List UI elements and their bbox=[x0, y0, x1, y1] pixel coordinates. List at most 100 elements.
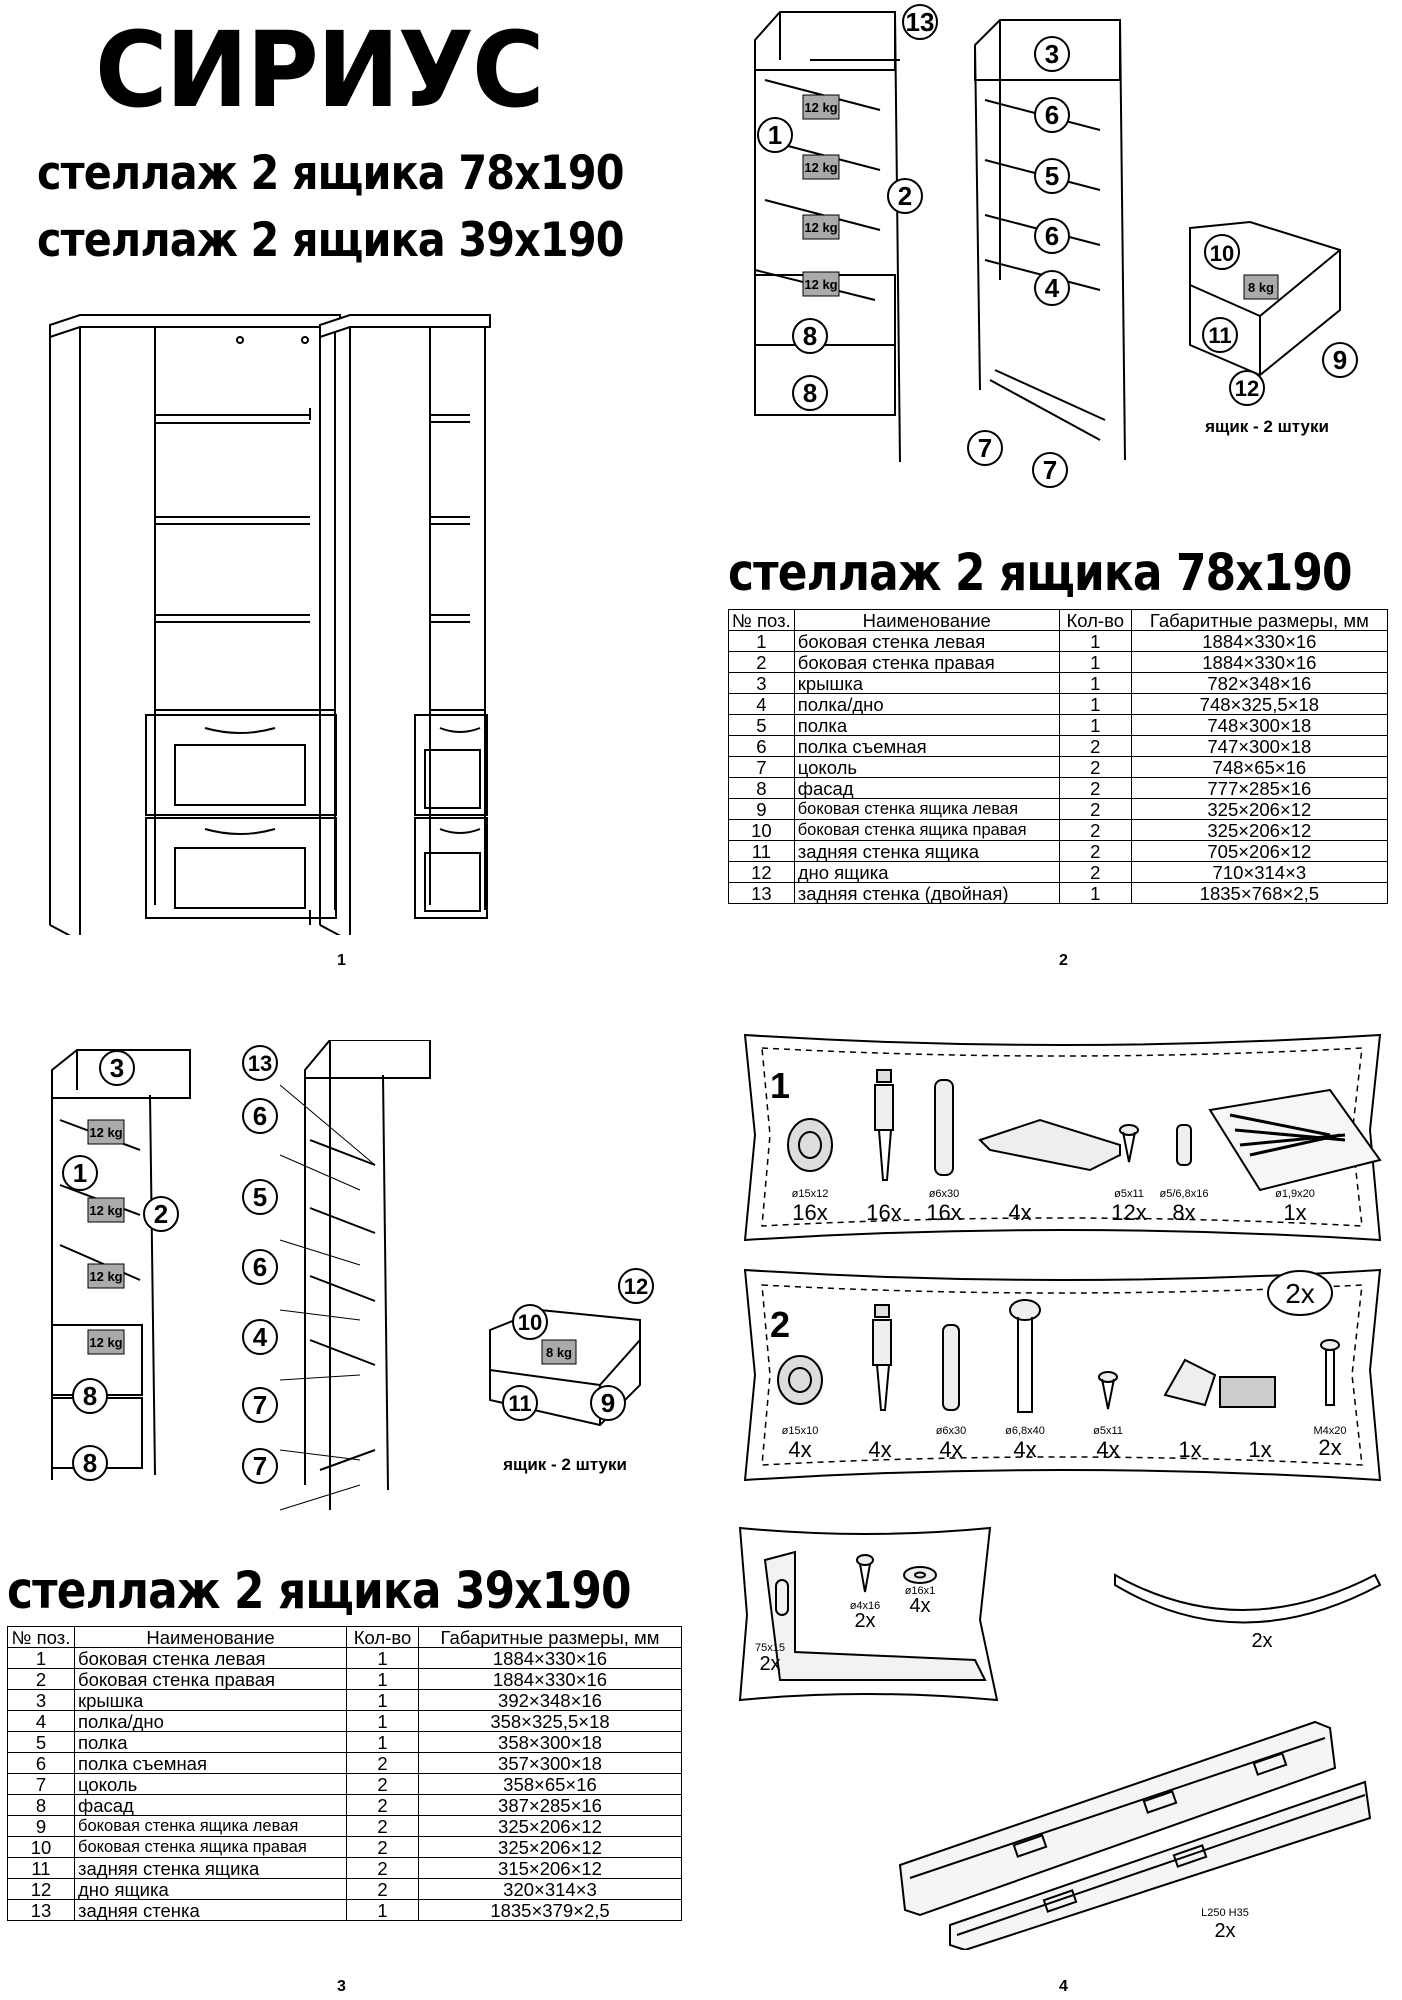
col-header-qty: Кол-во bbox=[1058, 609, 1132, 631]
weight-badge-shelf-p3-1: 12 kg bbox=[87, 1119, 125, 1145]
cell-size: 748×65×16 bbox=[1130, 756, 1389, 778]
cell-qty: 2 bbox=[1058, 840, 1132, 862]
cell-pos: 3 bbox=[728, 672, 795, 694]
col-header-pos: № поз. bbox=[728, 609, 795, 631]
screw-icon bbox=[1098, 1371, 1118, 1410]
callout-7a: 7 bbox=[967, 430, 1003, 466]
cell-qty: 1 bbox=[346, 1689, 419, 1711]
cell-name: дно ящика bbox=[793, 861, 1060, 883]
product-title: СИРИУС bbox=[95, 9, 544, 131]
cam-bolt-icon bbox=[872, 1304, 892, 1411]
callout-4: 4 bbox=[1034, 270, 1070, 306]
callout-9: 9 bbox=[1322, 342, 1358, 378]
cell-pos: 1 bbox=[7, 1647, 75, 1669]
cell-name: полка bbox=[74, 1731, 347, 1753]
col-header-pos: № поз. bbox=[7, 1626, 75, 1648]
cell-qty: 2 bbox=[346, 1752, 419, 1774]
svg-text:7: 7 bbox=[1043, 455, 1057, 485]
cell-size: 1884×330×16 bbox=[418, 1647, 682, 1669]
narrow-frame-drawing bbox=[279, 1040, 431, 1511]
svg-text:6: 6 bbox=[253, 1252, 267, 1282]
l-bracket-icon bbox=[763, 1550, 987, 1681]
part-callouts-page3: 3 1 2 8 8 13 6 5 6 4 7 7 10 12 11 9 12 k… bbox=[62, 1045, 654, 1484]
cell-pos: 2 bbox=[728, 651, 795, 673]
svg-text:2: 2 bbox=[154, 1199, 168, 1229]
wide-cabinet-drawing bbox=[49, 314, 341, 935]
cam-lock-icon bbox=[787, 1118, 833, 1172]
svg-text:12 kg: 12 kg bbox=[804, 220, 837, 235]
callout-5: 5 bbox=[1034, 158, 1070, 194]
bag2-count-8: 2x bbox=[1318, 1435, 1342, 1460]
callout-3: 3 bbox=[1034, 36, 1070, 72]
cell-size: 1884×330×16 bbox=[1130, 630, 1389, 652]
bag3-bracket-spec: 75x15 bbox=[755, 1642, 785, 1654]
page-number-2: 2 bbox=[1059, 952, 1068, 969]
cell-size: 358×300×18 bbox=[418, 1731, 682, 1753]
drawer-caption-78: ящик - 2 штуки bbox=[1204, 417, 1329, 436]
cell-name: полка bbox=[793, 714, 1060, 736]
dowel-icon bbox=[942, 1324, 960, 1411]
bag1-spec-3: ø6x30 bbox=[928, 1188, 960, 1200]
svg-text:12 kg: 12 kg bbox=[89, 1203, 122, 1218]
svg-text:7: 7 bbox=[253, 1451, 267, 1481]
table-39-title: стеллаж 2 ящика 39х190 bbox=[7, 1562, 632, 1621]
part-callouts-page2: 13 1 2 8 8 3 6 5 6 4 7 7 10 11 12 9 12 k… bbox=[757, 4, 1358, 488]
cell-name: задняя стенка ящика bbox=[74, 1857, 347, 1879]
cell-qty: 2 bbox=[346, 1815, 419, 1837]
cell-qty: 2 bbox=[1058, 861, 1132, 883]
weight-badge-shelf-1: 12 kg bbox=[802, 94, 840, 120]
cell-name: цоколь bbox=[74, 1773, 347, 1795]
cell-pos: 1 bbox=[728, 630, 795, 652]
callout-9-p3: 9 bbox=[590, 1385, 626, 1421]
cell-qty: 2 bbox=[1058, 777, 1132, 799]
svg-text:12 kg: 12 kg bbox=[804, 277, 837, 292]
cell-size: 392×348×16 bbox=[418, 1689, 682, 1711]
col-header-name: Наименование bbox=[793, 609, 1060, 631]
cell-name: полка съемная bbox=[74, 1752, 347, 1774]
cell-qty: 1 bbox=[1058, 651, 1132, 673]
parts-table-78: № поз. Наименование Кол-во Габаритные ра… bbox=[728, 609, 1389, 904]
cell-size: 387×285×16 bbox=[418, 1794, 682, 1816]
cell-pos: 7 bbox=[728, 756, 795, 778]
col-header-size: Габаритные размеры, мм bbox=[418, 1626, 682, 1648]
cell-qty: 2 bbox=[346, 1857, 419, 1879]
felt-pads-icon bbox=[1219, 1376, 1276, 1408]
cell-qty: 2 bbox=[346, 1878, 419, 1900]
svg-text:8: 8 bbox=[803, 378, 817, 408]
cell-pos: 6 bbox=[7, 1752, 75, 1774]
bag-1-label: 1 bbox=[770, 1065, 790, 1106]
cell-size: 325×206×12 bbox=[1130, 819, 1389, 841]
cell-name: боковая стенка правая bbox=[793, 651, 1060, 673]
callout-6b-p3: 6 bbox=[242, 1249, 278, 1285]
page-number-4: 4 bbox=[1059, 1978, 1068, 1995]
svg-text:12 kg: 12 kg bbox=[89, 1125, 122, 1140]
bag2-count-4: 4x bbox=[1013, 1437, 1037, 1462]
weight-badge-drawer-p3: 8 kg bbox=[541, 1339, 577, 1365]
page-number-3: 3 bbox=[337, 1978, 346, 1995]
cell-size: 777×285×16 bbox=[1130, 777, 1389, 799]
svg-text:1: 1 bbox=[73, 1158, 87, 1188]
cell-qty: 2 bbox=[1058, 735, 1132, 757]
weight-badge-shelf-2: 12 kg bbox=[802, 154, 840, 180]
bag1-count-4: 4x bbox=[1008, 1200, 1032, 1225]
svg-text:5: 5 bbox=[253, 1182, 267, 1212]
cell-qty: 2 bbox=[346, 1773, 419, 1795]
svg-text:4: 4 bbox=[253, 1322, 268, 1352]
cell-size: 1884×330×16 bbox=[418, 1668, 682, 1690]
bolt-icon bbox=[1320, 1339, 1340, 1406]
cell-pos: 2 bbox=[7, 1668, 75, 1690]
weight-badge-shelf-p3-2: 12 kg bbox=[87, 1197, 125, 1223]
callout-13: 13 bbox=[902, 4, 938, 40]
